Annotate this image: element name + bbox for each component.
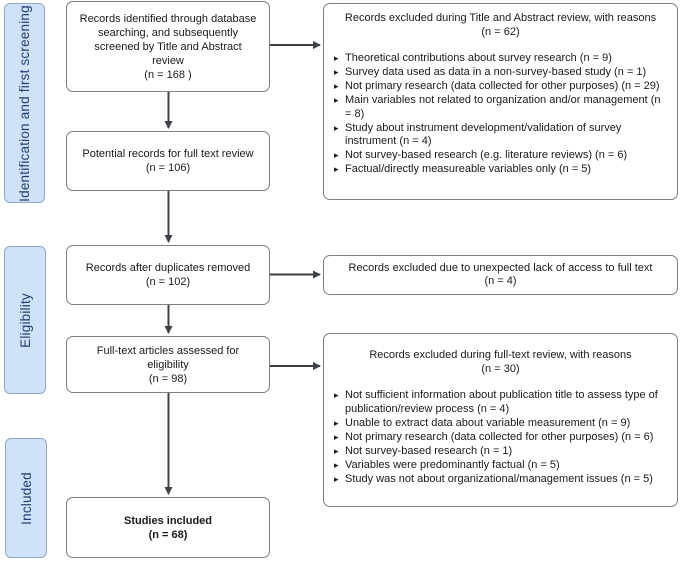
stage-identification-screening: Identification and first screening xyxy=(4,3,45,203)
triangle-bullet-icon: ▸ xyxy=(334,122,339,133)
stage-label: Included xyxy=(18,471,34,525)
stage-eligibility: Eligibility xyxy=(4,246,46,394)
exclusion-title: Records excluded during Title and Abstra… xyxy=(344,12,657,24)
stage-label: Identification and first screening xyxy=(17,4,33,202)
exclusion-reason: ▸ Not survey-based research (e.g. litera… xyxy=(334,149,628,161)
triangle-bullet-icon: ▸ xyxy=(334,95,339,105)
exclusion-reason: ▸ Main variables not related to organiza… xyxy=(334,94,661,120)
stage-included: Included xyxy=(5,438,47,558)
flow-box-count: (n = 98) xyxy=(148,372,188,385)
triangle-bullet-icon: ▸ xyxy=(334,459,339,470)
flow-box-count: (n = 168 ) xyxy=(144,68,192,81)
exclusion-reason: ▸ Study about instrument development/val… xyxy=(334,121,622,148)
triangle-bullet-icon: ▸ xyxy=(334,417,339,428)
exclusion-box-no-access: Records excluded due to unexpected lack … xyxy=(323,255,678,295)
flow-box-label: Records after duplicates removed xyxy=(85,262,251,274)
triangle-bullet-icon: ▸ xyxy=(334,67,339,77)
flow-box-count: (n = 106) xyxy=(145,162,191,174)
exclusion-count: (n = 62) xyxy=(481,25,520,38)
exclusion-title: Records excluded during full-text review… xyxy=(369,349,632,361)
exclusion-reasons-list: ▸ Theoretical contributions about survey… xyxy=(334,52,667,177)
flow-box-label: Studies included xyxy=(123,514,212,527)
flow-box-studies-included: Studies included (n = 68) xyxy=(66,497,270,558)
exclusion-reason: ▸ Survey data used as data in a non-surv… xyxy=(334,66,647,78)
triangle-bullet-icon: ▸ xyxy=(334,473,339,484)
exclusion-count: (n = 30) xyxy=(481,362,520,375)
exclusion-box-title-abstract: Records excluded during Title and Abstra… xyxy=(323,3,678,200)
triangle-bullet-icon: ▸ xyxy=(334,445,339,456)
exclusion-header: Records excluded during full-text review… xyxy=(334,349,667,376)
flow-box-count: (n = 68) xyxy=(148,528,188,541)
triangle-bullet-icon: ▸ xyxy=(334,390,339,400)
exclusion-reason: ▸ Not survey-based research (n = 1) xyxy=(334,444,513,457)
triangle-bullet-icon: ▸ xyxy=(334,81,339,91)
exclusion-reason: ▸ Unable to extract data about variable … xyxy=(334,416,631,429)
exclusion-reason: ▸ Theoretical contributions about survey… xyxy=(334,52,612,64)
exclusion-header: Records excluded during Title and Abstra… xyxy=(334,12,667,39)
flow-box-label: Potential records for full text review xyxy=(82,148,254,160)
exclusion-reason: ▸ Not primary research (data collected f… xyxy=(334,430,654,443)
exclusion-reasons-list: ▸ Not sufficient information about publi… xyxy=(334,389,667,486)
exclusion-reason: ▸ Variables were predominantly factual (… xyxy=(334,458,560,471)
exclusion-box-fulltext: Records excluded during full-text review… xyxy=(323,333,678,507)
triangle-bullet-icon: ▸ xyxy=(334,150,339,160)
flow-box-potential-records: Potential records for full text review (… xyxy=(66,131,270,191)
flow-box-count: (n = 102) xyxy=(145,276,191,288)
exclusion-header: Records excluded due to unexpected lack … xyxy=(349,262,653,289)
exclusion-reason: ▸ Study was not about organizational/man… xyxy=(334,472,653,485)
triangle-bullet-icon: ▸ xyxy=(334,53,339,63)
flow-box-fulltext-assessed: Full-text articles assessed for eligibil… xyxy=(66,336,270,393)
flow-box-label: Records identified through database sear… xyxy=(79,12,257,67)
stage-label: Eligibility xyxy=(17,292,33,348)
exclusion-reason: ▸ Not sufficient information about publi… xyxy=(334,389,658,415)
flow-box-records-identified: Records identified through database sear… xyxy=(66,1,270,92)
flow-box-duplicates-removed: Records after duplicates removed (n = 10… xyxy=(66,245,270,305)
triangle-bullet-icon: ▸ xyxy=(334,164,339,174)
exclusion-count: (n = 4) xyxy=(484,275,517,287)
triangle-bullet-icon: ▸ xyxy=(334,431,339,442)
exclusion-title: Records excluded due to unexpected lack … xyxy=(348,261,653,274)
exclusion-reason: ▸ Not primary research (data collected f… xyxy=(334,80,660,92)
exclusion-reason: ▸ Factual/directly measureable variables… xyxy=(334,163,592,175)
flow-box-label: Full-text articles assessed for eligibil… xyxy=(96,344,240,371)
